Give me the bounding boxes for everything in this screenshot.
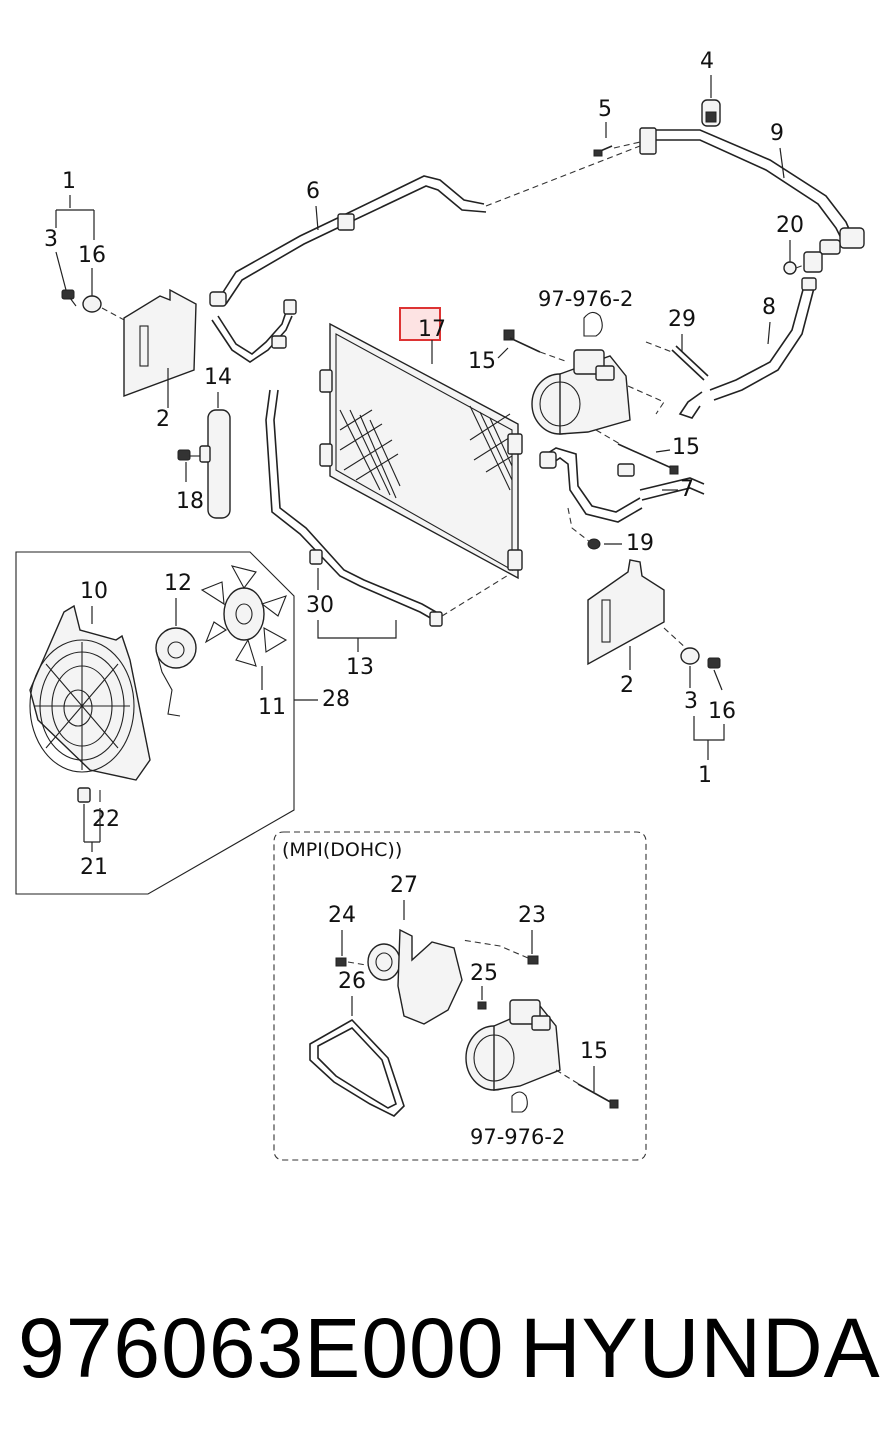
callout-1-left: 1 bbox=[62, 169, 76, 194]
hose-7 bbox=[539, 447, 705, 523]
callout-3-left: 3 bbox=[44, 227, 58, 252]
clip-19 bbox=[587, 538, 601, 550]
top-pipes-group: 4 5 9 bbox=[209, 49, 865, 363]
left-bracket-group: 1 3 16 2 bbox=[44, 169, 197, 432]
bolt-5 bbox=[593, 145, 613, 157]
clip-20 bbox=[783, 261, 797, 275]
bolt-24 bbox=[335, 957, 347, 967]
callout-10: 10 bbox=[80, 579, 108, 604]
hose-8 bbox=[678, 277, 817, 419]
callout-26: 26 bbox=[338, 969, 366, 994]
pressure-switch-4 bbox=[701, 99, 721, 127]
fan-assembly-inset: 28 10 22 21 12 bbox=[15, 551, 350, 895]
callout-15-mid: 15 bbox=[672, 435, 700, 460]
bolt-29 bbox=[671, 345, 709, 381]
fan-motor-12 bbox=[155, 627, 197, 717]
right-compressor-group: 20 8 97-976-2 29 15 bbox=[468, 213, 823, 556]
fan-blade-11 bbox=[200, 565, 288, 667]
callout-22: 22 bbox=[92, 807, 120, 832]
condenser-17 bbox=[319, 322, 523, 580]
connector-22 bbox=[77, 787, 101, 803]
bolt-15-inset bbox=[577, 1083, 619, 1109]
bolt-15-mid bbox=[617, 443, 679, 475]
callout-29: 29 bbox=[668, 307, 696, 332]
callout-6: 6 bbox=[306, 179, 320, 204]
callout-16-left: 16 bbox=[78, 243, 106, 268]
bolt-25 bbox=[477, 1001, 487, 1010]
bracket-2-left bbox=[123, 288, 197, 398]
receiver-dryer-14 bbox=[199, 409, 231, 519]
bolt-23 bbox=[527, 955, 539, 965]
callout-13: 13 bbox=[346, 655, 374, 680]
condenser-group: 17 bbox=[176, 307, 523, 680]
part-number-label: 976063E000 bbox=[18, 1301, 505, 1395]
pipe-6 bbox=[209, 175, 487, 363]
bracket-2-right bbox=[587, 559, 665, 666]
callout-8: 8 bbox=[762, 295, 776, 320]
callout-1-right: 1 bbox=[698, 763, 712, 788]
callout-20: 20 bbox=[776, 213, 804, 238]
callout-97-976-2-inset: 97-976-2 bbox=[470, 1125, 565, 1149]
pipe-9 bbox=[639, 127, 865, 255]
callout-27: 27 bbox=[390, 873, 418, 898]
callout-24: 24 bbox=[328, 903, 356, 928]
bolt-18 bbox=[177, 449, 200, 461]
highlight-box-17 bbox=[399, 307, 441, 341]
callout-5: 5 bbox=[598, 97, 612, 122]
clip-3-right bbox=[680, 647, 700, 665]
callout-15-top: 15 bbox=[468, 349, 496, 374]
callout-17: 17 bbox=[418, 317, 446, 342]
bolt-15-top bbox=[503, 329, 541, 353]
callout-9: 9 bbox=[770, 121, 784, 146]
clip-16-left bbox=[82, 295, 102, 313]
idler-bracket-27 bbox=[367, 928, 463, 1025]
callout-15-inset: 15 bbox=[580, 1039, 608, 1064]
callout-11: 11 bbox=[258, 695, 286, 720]
callout-14: 14 bbox=[204, 365, 232, 390]
callout-25: 25 bbox=[470, 961, 498, 986]
right-bracket-group: 2 3 16 1 bbox=[587, 559, 736, 788]
callout-12: 12 bbox=[164, 571, 192, 596]
drive-belt-26 bbox=[309, 1018, 405, 1117]
callout-19: 19 bbox=[626, 531, 654, 556]
bolt-16-right bbox=[707, 657, 721, 669]
callout-2-right: 2 bbox=[620, 673, 634, 698]
callout-7: 7 bbox=[680, 477, 694, 502]
mpi-dohc-inset: (MPI(DOHC)) 27 24 23 25 26 bbox=[273, 831, 647, 1161]
callout-21: 21 bbox=[80, 855, 108, 880]
callout-2-left: 2 bbox=[156, 407, 170, 432]
bolt-3-left bbox=[61, 289, 77, 307]
callout-23: 23 bbox=[518, 903, 546, 928]
callout-28: 28 bbox=[322, 687, 350, 712]
brand-label: HYUNDAI bbox=[520, 1301, 886, 1395]
clip-30 bbox=[309, 549, 323, 565]
inset-title: (MPI(DOHC)) bbox=[282, 839, 402, 861]
ac-compressor-inset bbox=[465, 999, 561, 1091]
callout-16-right: 16 bbox=[708, 699, 736, 724]
callout-30: 30 bbox=[306, 593, 334, 618]
parts-diagram: 1 3 16 2 4 5 bbox=[15, 49, 865, 1161]
ac-compressor bbox=[531, 349, 631, 435]
callout-18: 18 bbox=[176, 489, 204, 514]
callout-3-right: 3 bbox=[684, 689, 698, 714]
callout-97-976-2-top: 97-976-2 bbox=[538, 287, 633, 311]
callout-4: 4 bbox=[700, 49, 714, 74]
fan-shroud-10 bbox=[29, 604, 151, 781]
